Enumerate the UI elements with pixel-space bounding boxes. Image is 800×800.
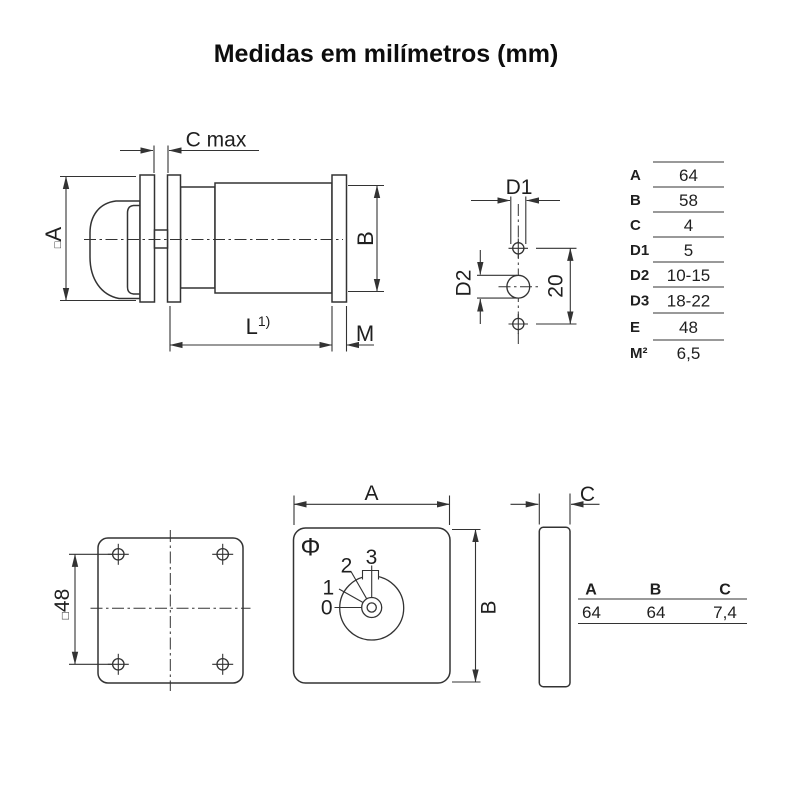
table-row: A 64 — [630, 166, 698, 185]
dim-b-front-label: B — [478, 600, 501, 614]
dim-l-label: L1) — [246, 313, 271, 339]
position-line-1 — [338, 588, 364, 603]
position-label-3: 3 — [366, 546, 378, 569]
knob-notch — [361, 569, 380, 580]
row-value: 10-15 — [667, 266, 710, 285]
switch-body — [214, 182, 333, 294]
row-label: D2 — [630, 267, 649, 284]
abc-table: A B C 64 64 7,4 — [578, 582, 747, 625]
row-value: 48 — [679, 318, 698, 337]
dim-m-label: M — [356, 321, 374, 346]
row-value: 58 — [679, 191, 698, 210]
dim-a-front: A — [293, 482, 451, 525]
knob-collar — [126, 204, 141, 295]
row-label: D1 — [630, 242, 649, 259]
dim-d2-label: D2 — [453, 270, 476, 297]
position-label-2: 2 — [341, 555, 353, 578]
dimension-table: A 64 B 58 C 4 D1 5 D2 10-15 D3 18-22 — [630, 161, 724, 363]
abc-header-c: C — [719, 582, 731, 599]
dim-c: C — [510, 483, 600, 525]
row-label: D3 — [630, 293, 649, 310]
dim-l-m: L1) M — [169, 306, 374, 352]
position-label-1: 1 — [322, 577, 334, 600]
knob-notch-mask — [362, 570, 379, 580]
rear-clamp-plate — [166, 174, 182, 303]
table-row: B 58 — [630, 191, 698, 210]
row-label: B — [630, 192, 641, 209]
dim-b-label: B — [353, 231, 378, 246]
table-row: D3 18-22 — [630, 292, 710, 311]
table-row: D1 5 — [630, 241, 693, 260]
fixing-hole — [212, 543, 234, 565]
abc-value-b: 64 — [647, 603, 666, 622]
row-value: 4 — [684, 216, 693, 235]
dim-c-max-label: C max — [186, 129, 247, 152]
page-title: Medidas em milímetros (mm) — [213, 40, 559, 68]
hole-pattern-drawing: D1 D2 20 — [453, 176, 577, 344]
mounting-plate-drawing: □48 — [51, 530, 251, 691]
knob-shaft — [366, 602, 377, 613]
phi-symbol: Φ — [301, 534, 321, 562]
dim-c-max: C max — [120, 129, 259, 173]
row-label: A — [630, 167, 641, 184]
faceplate-drawing: A Φ 0 1 2 3 B — [292, 482, 501, 684]
fixing-hole — [212, 653, 234, 675]
row-label: E — [630, 319, 640, 336]
fixing-hole — [107, 653, 129, 675]
row-value: 18-22 — [667, 292, 710, 311]
abc-header-b: B — [650, 582, 662, 599]
front-clamp-plate — [139, 174, 156, 303]
dim-48: □48 — [51, 553, 113, 665]
dim-b: B — [348, 184, 384, 293]
dim-20-label: 20 — [545, 274, 568, 297]
rear-flange — [331, 174, 348, 303]
dim-a-front-label: A — [364, 482, 378, 505]
dim-48-label: □48 — [51, 589, 74, 620]
row-value: 64 — [679, 166, 698, 185]
table-row: C 4 — [630, 216, 693, 235]
row-value: 5 — [684, 241, 693, 260]
dim-d2: D2 — [453, 250, 517, 324]
row-label: C — [630, 217, 641, 234]
table-row: E 48 — [630, 318, 698, 337]
abc-value-c: 7,4 — [713, 603, 737, 622]
dim-d1-label: D1 — [506, 176, 533, 199]
table-row: D2 10-15 — [630, 266, 710, 285]
abc-header-a: A — [585, 582, 597, 599]
dim-b-front: B — [452, 528, 501, 683]
position-line-2 — [350, 571, 368, 600]
dim-a: □A — [41, 175, 136, 302]
dim-20: 20 — [536, 247, 577, 325]
row-label: M² — [630, 345, 648, 362]
position-label-0: 0 — [321, 597, 333, 620]
side-plate — [538, 526, 571, 688]
side-view-drawing: C max □A B — [41, 129, 384, 352]
abc-value-a: 64 — [582, 603, 601, 622]
table-row: M² 6,5 — [630, 344, 700, 363]
dim-d1: D1 — [471, 176, 560, 244]
side-plate-drawing: C — [510, 483, 600, 688]
row-value: 6,5 — [677, 344, 701, 363]
dim-a-label: □A — [41, 227, 66, 249]
neck-section — [179, 186, 216, 289]
dim-c-label: C — [580, 483, 595, 506]
